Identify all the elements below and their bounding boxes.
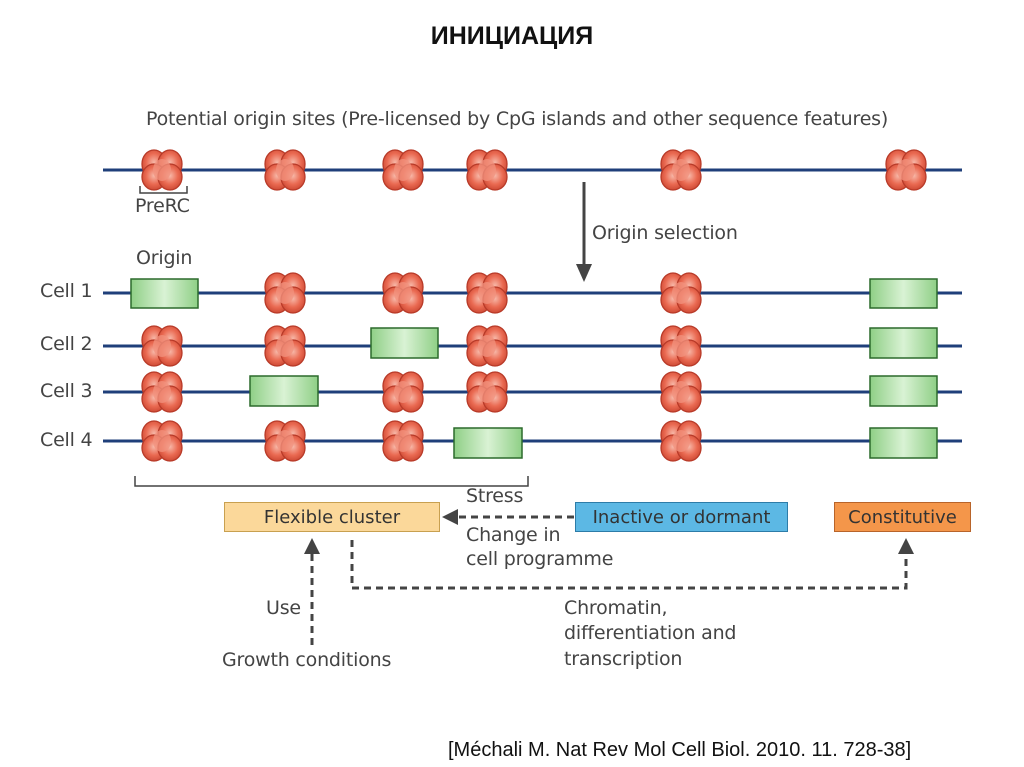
- chromatin-label-line2: differentiation and: [564, 622, 737, 644]
- prerc-complex: [141, 149, 183, 191]
- growth-conditions-label: Growth conditions: [222, 649, 392, 671]
- origin-box: [869, 375, 938, 407]
- prerc-complex: [141, 420, 183, 462]
- cell-label: Cell 2: [40, 333, 93, 355]
- prerc-complex: [382, 371, 424, 413]
- prerc-complex: [466, 149, 508, 191]
- inactive-dormant-box: Inactive or dormant: [575, 502, 788, 532]
- use-arrowhead: [304, 538, 320, 554]
- prerc-complex: [466, 371, 508, 413]
- prerc-complex: [660, 272, 702, 314]
- origin-box: [130, 278, 199, 309]
- cell-label: Cell 4: [40, 429, 93, 451]
- origin-box: [453, 427, 523, 459]
- stress-label: Stress: [466, 485, 524, 507]
- prerc-complex: [466, 272, 508, 314]
- prerc-complex: [382, 149, 424, 191]
- origin-selection-arrowhead: [576, 264, 592, 282]
- origin-box: [869, 327, 938, 359]
- origin-box: [869, 427, 938, 459]
- chromatin-label-line1: Chromatin,: [564, 597, 668, 619]
- page-title: ИНИЦИАЦИЯ: [430, 22, 594, 50]
- prerc-complex: [141, 371, 183, 413]
- prerc-complex: [660, 420, 702, 462]
- origin-box: [249, 375, 319, 407]
- origin-box: [370, 327, 439, 359]
- prerc-complex: [382, 420, 424, 462]
- change-label-line2: cell programme: [466, 548, 614, 570]
- prerc-complex: [264, 325, 306, 367]
- stress-arrowhead: [442, 509, 458, 525]
- cell-label: Cell 1: [40, 280, 93, 302]
- prerc-complex: [466, 325, 508, 367]
- origin-box: [869, 278, 938, 309]
- change-label-line1: Change in: [466, 524, 561, 546]
- origin-label: Origin: [136, 247, 193, 269]
- prerc-complex: [382, 272, 424, 314]
- prerc-complex: [264, 149, 306, 191]
- use-label: Use: [266, 597, 301, 619]
- chromatin-arrow: [350, 540, 908, 590]
- chromatin-label-line3: transcription: [564, 648, 683, 670]
- prerc-complex: [264, 420, 306, 462]
- citation: [Méchali M. Nat Rev Mol Cell Biol. 2010.…: [448, 739, 912, 761]
- origin-selection-label: Origin selection: [592, 222, 738, 244]
- cluster-bracket: [134, 476, 529, 487]
- flexible-cluster-box: Flexible cluster: [224, 502, 440, 532]
- prerc-label: PreRC: [135, 195, 190, 217]
- potential-sites-label: Potential origin sites (Pre-licensed by …: [146, 108, 889, 130]
- prerc-complex: [264, 272, 306, 314]
- prerc-complex: [660, 149, 702, 191]
- prerc-complex: [885, 149, 927, 191]
- prerc-complex: [141, 325, 183, 367]
- prerc-bracket: [139, 186, 188, 194]
- chromatin-arrowhead: [898, 538, 914, 554]
- cell-label: Cell 3: [40, 380, 93, 402]
- constitutive-box: Constitutive: [834, 502, 971, 532]
- prerc-complex: [660, 325, 702, 367]
- prerc-complex: [660, 371, 702, 413]
